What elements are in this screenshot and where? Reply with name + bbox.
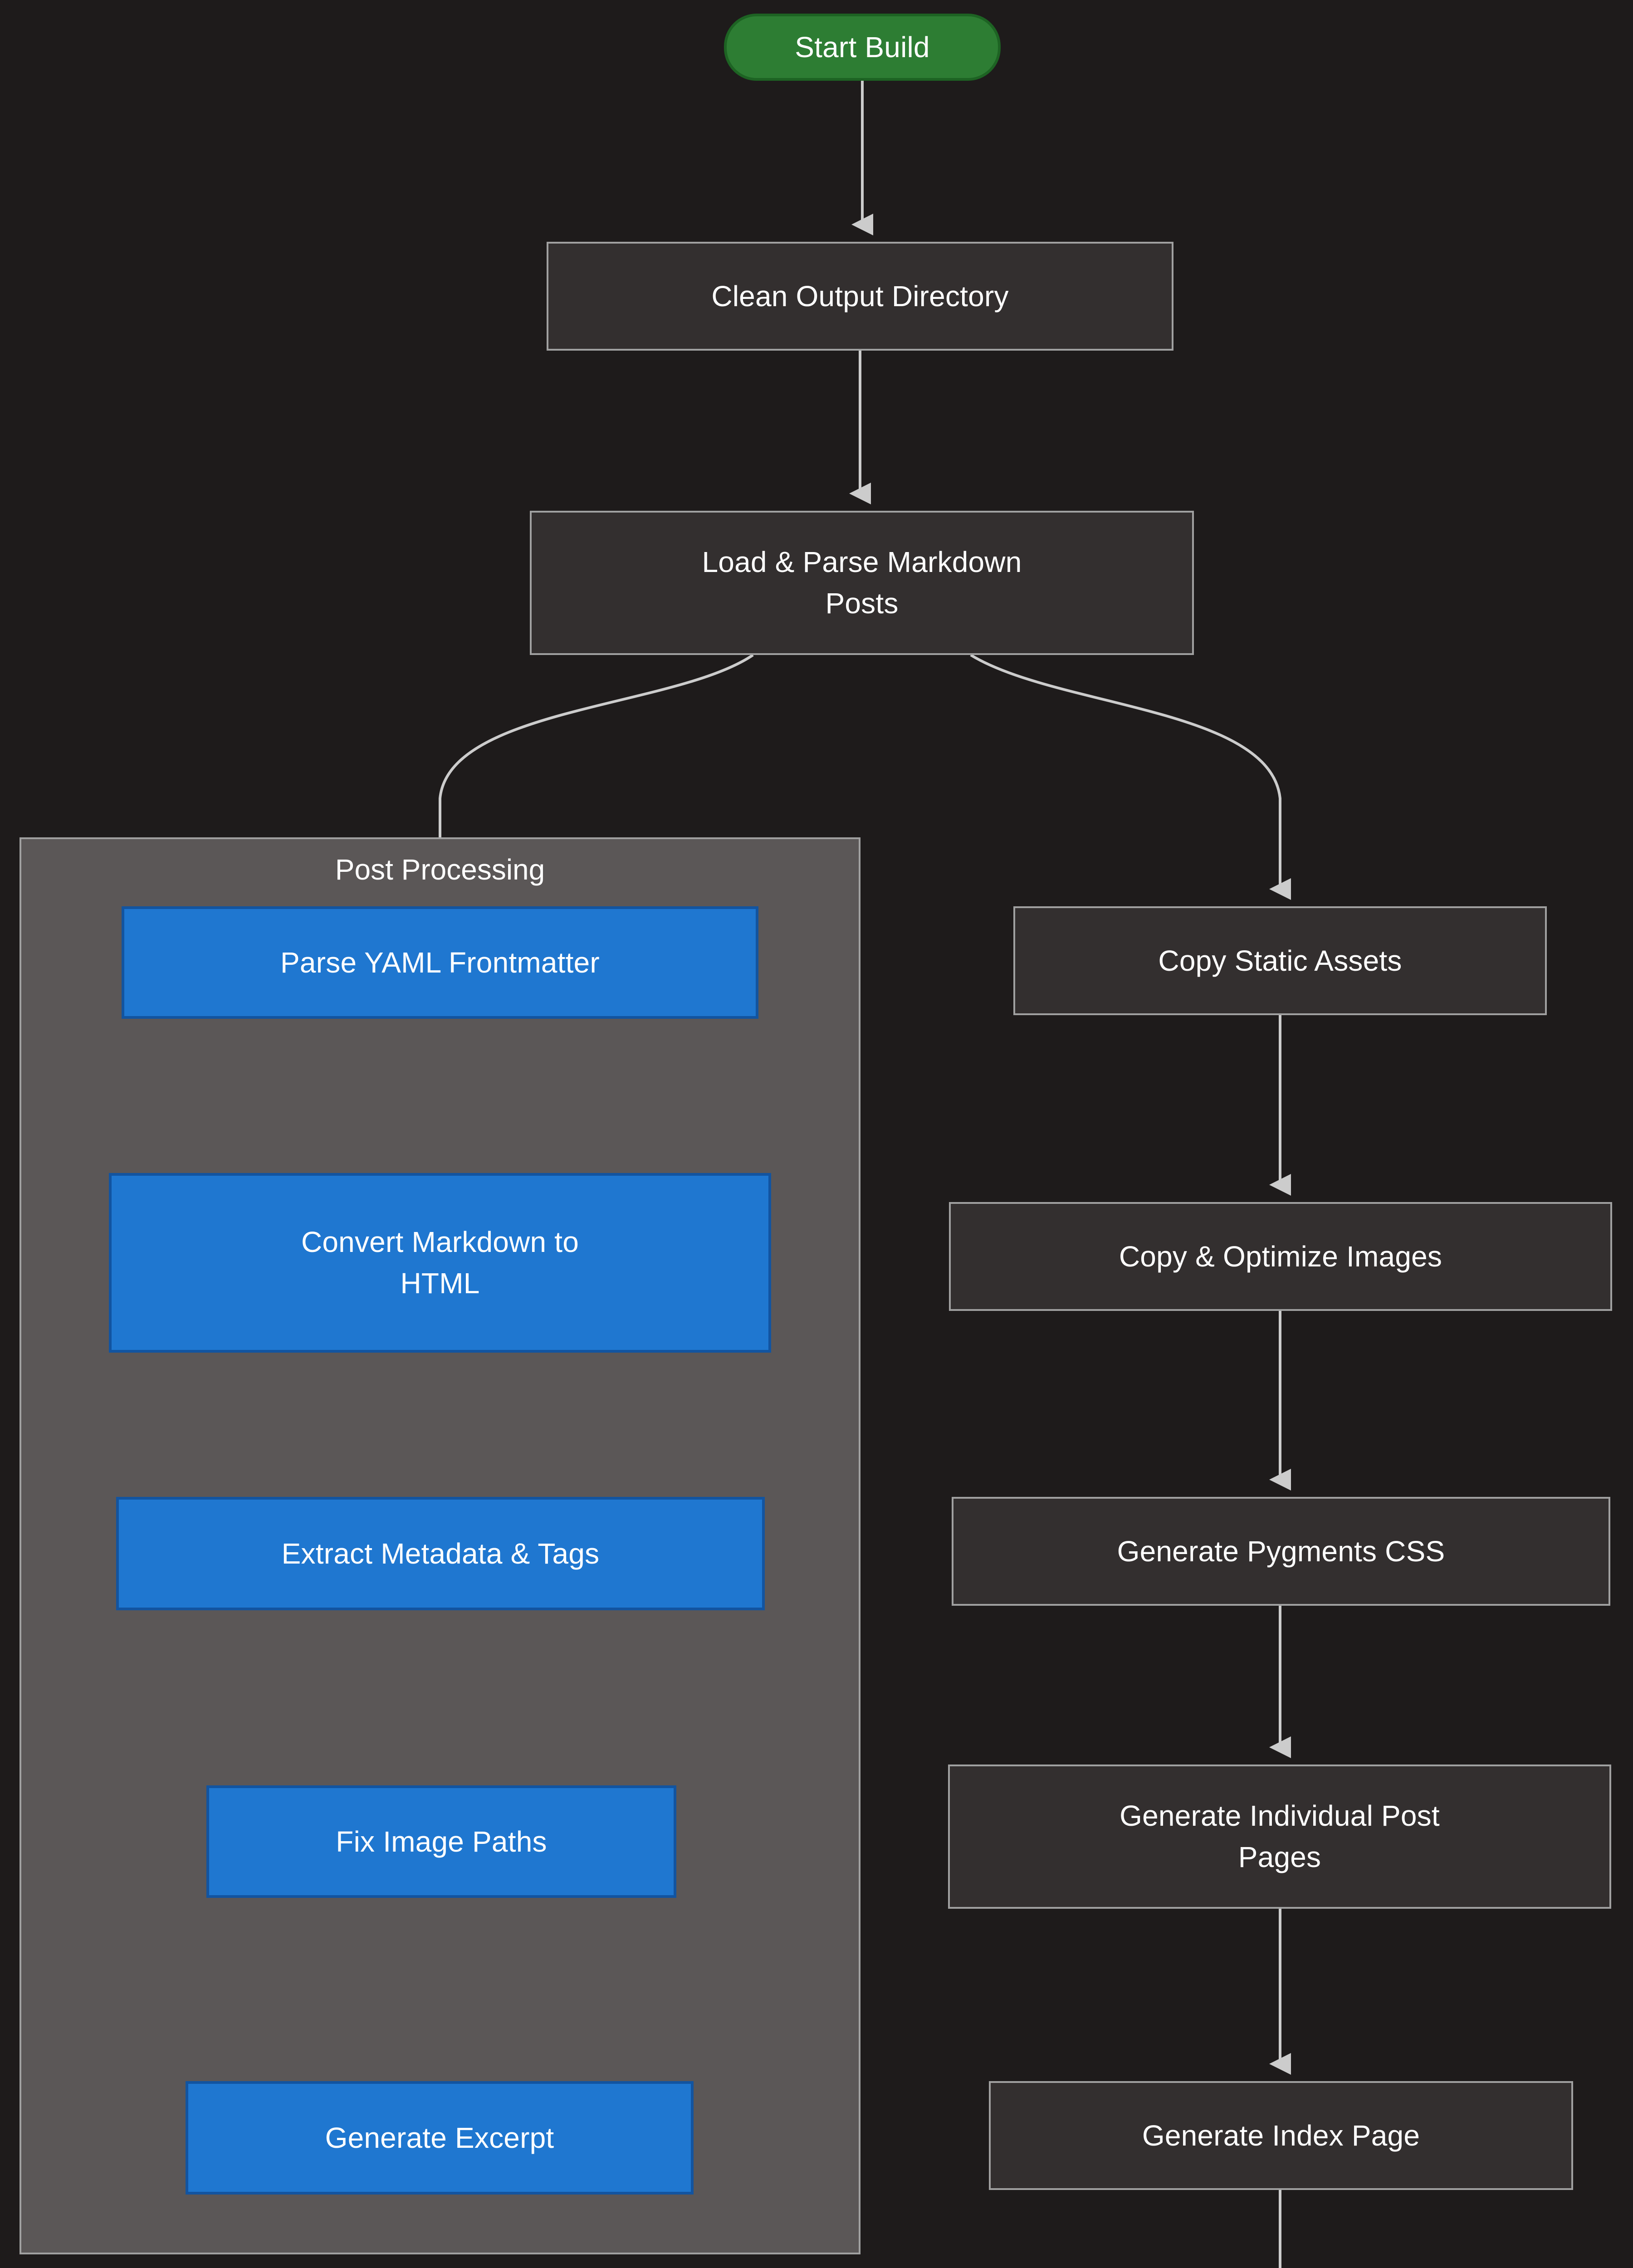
node-generate-excerpt[interactable]: Generate Excerpt — [186, 2081, 694, 2195]
edge-load-assets — [970, 654, 1291, 900]
node-load-parse-markdown-posts[interactable]: Load & Parse Markdown Posts — [530, 511, 1194, 655]
node-copy-optimize-images[interactable]: Copy & Optimize Images — [949, 1202, 1612, 1311]
node-parse-yaml-frontmatter[interactable]: Parse YAML Frontmatter — [122, 906, 758, 1019]
node-convert-markdown-to-html[interactable]: Convert Markdown to HTML — [109, 1173, 771, 1353]
node-copy-static-assets[interactable]: Copy Static Assets — [1013, 906, 1547, 1015]
node-start[interactable]: Start Build — [724, 14, 1001, 81]
node-extract-metadata-tags[interactable]: Extract Metadata & Tags — [116, 1497, 765, 1610]
node-fix-image-paths[interactable]: Fix Image Paths — [206, 1785, 676, 1898]
cluster-label-post-processing: Post Processing — [335, 853, 545, 886]
node-generate-pygments-css[interactable]: Generate Pygments CSS — [952, 1497, 1610, 1606]
node-generate-individual-post-pages[interactable]: Generate Individual Post Pages — [948, 1765, 1611, 1909]
node-clean-output-directory[interactable]: Clean Output Directory — [547, 242, 1173, 351]
node-generate-index-page[interactable]: Generate Index Page — [989, 2081, 1573, 2190]
